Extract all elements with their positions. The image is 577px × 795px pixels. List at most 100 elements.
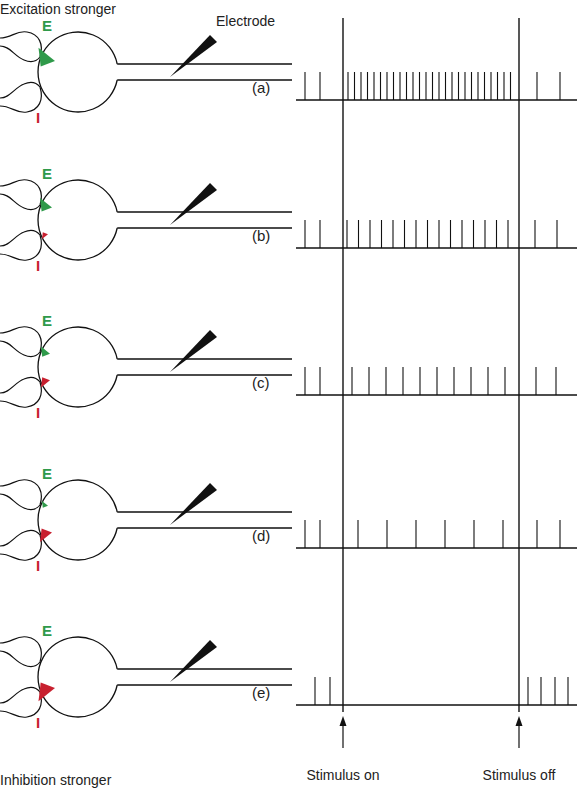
inhibitory-synapse <box>41 377 50 387</box>
spike <box>559 72 560 100</box>
row-label: (d) <box>252 528 270 543</box>
spike <box>554 677 555 705</box>
spike <box>304 72 305 100</box>
spike <box>451 72 452 100</box>
spike <box>477 72 478 100</box>
spike <box>393 72 394 100</box>
spike <box>444 520 445 548</box>
spike <box>445 72 446 100</box>
electrode <box>170 483 217 525</box>
spike <box>540 677 541 705</box>
axon <box>117 512 292 528</box>
spike-baseline <box>296 547 577 548</box>
spike <box>490 72 491 100</box>
cell-body <box>38 180 117 260</box>
spike <box>358 220 359 248</box>
excitatory-terminal <box>0 480 41 510</box>
spike <box>504 367 505 395</box>
spike <box>319 520 320 548</box>
stimulus-off-line <box>518 18 519 712</box>
inhibitory-terminal <box>0 82 41 112</box>
stimulus-on-arrowhead <box>340 716 347 726</box>
spike <box>535 367 536 395</box>
neuron-row <box>0 327 577 408</box>
neuron-row <box>0 637 577 718</box>
electrode-label: Electrode <box>216 14 275 28</box>
spike <box>380 72 381 100</box>
row-label: (b) <box>252 228 270 243</box>
spike <box>432 72 433 100</box>
spike <box>453 367 454 395</box>
spike <box>369 220 370 248</box>
spike <box>556 220 557 248</box>
spike <box>471 72 472 100</box>
axon <box>117 212 292 228</box>
spike <box>536 72 537 100</box>
row-label: (a) <box>252 80 270 95</box>
neuron-row <box>0 180 577 261</box>
stimulus-label: Stimulus off <box>483 768 556 782</box>
spike <box>385 367 386 395</box>
inhibitory-terminal <box>0 530 41 560</box>
stimulus-on-line <box>342 18 343 712</box>
spike <box>367 72 368 100</box>
spike <box>346 220 347 248</box>
spike <box>304 520 305 548</box>
excitatory-terminal <box>0 637 41 667</box>
inhibitory-synapse <box>40 528 52 542</box>
cell-body <box>38 327 117 407</box>
spike <box>404 220 405 248</box>
spike <box>399 72 400 100</box>
spike <box>484 220 485 248</box>
axon <box>117 359 292 375</box>
cell-body <box>38 32 117 112</box>
spike <box>419 72 420 100</box>
spike <box>415 220 416 248</box>
spike <box>392 220 393 248</box>
spike <box>319 367 320 395</box>
spike <box>536 520 537 548</box>
spike <box>458 72 459 100</box>
excitatory-synapse <box>42 501 48 508</box>
spike <box>351 367 352 395</box>
excitatory-terminal <box>0 327 41 357</box>
spike <box>427 220 428 248</box>
excitatory-label: E <box>42 166 52 181</box>
spike <box>487 367 488 395</box>
spike <box>347 72 348 100</box>
spike <box>381 220 382 248</box>
spike-baseline <box>296 99 577 100</box>
spike <box>503 72 504 100</box>
spike <box>304 367 305 395</box>
stimulus-off-arrowhead <box>516 716 523 726</box>
scale-end-label: Excitation stronger <box>0 2 116 16</box>
spike <box>567 677 568 705</box>
excitatory-synapse <box>40 198 52 212</box>
spike <box>473 520 474 548</box>
excitatory-synapse <box>41 347 50 357</box>
neuron-row <box>0 480 577 561</box>
excitatory-label: E <box>42 623 52 638</box>
inhibitory-label: I <box>36 110 40 125</box>
spike <box>319 220 320 248</box>
neuron-rows <box>0 32 577 718</box>
spike <box>527 677 528 705</box>
spike <box>368 367 369 395</box>
spike <box>496 220 497 248</box>
spike <box>412 72 413 100</box>
cell-body <box>38 480 117 560</box>
inhibitory-label: I <box>36 405 40 420</box>
cell-body <box>38 637 117 717</box>
spike <box>373 72 374 100</box>
electrode <box>170 35 217 77</box>
inhibitory-label: I <box>36 715 40 730</box>
spike <box>555 367 556 395</box>
spike <box>534 220 535 248</box>
inhibitory-terminal <box>0 687 41 717</box>
axon <box>117 669 292 685</box>
spike <box>507 220 508 248</box>
spike <box>484 72 485 100</box>
spike <box>470 367 471 395</box>
